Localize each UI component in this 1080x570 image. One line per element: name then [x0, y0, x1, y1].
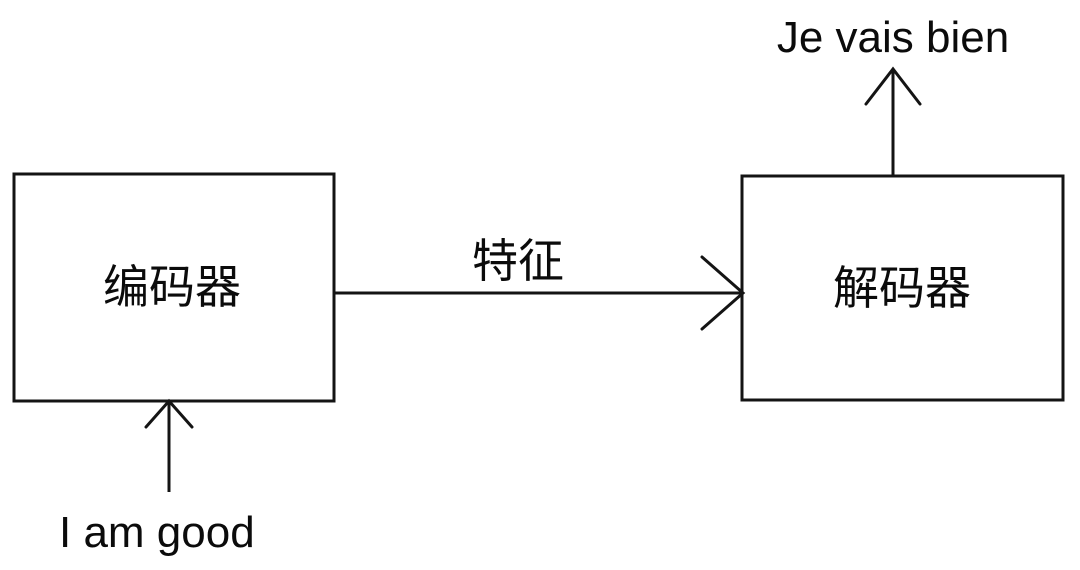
encoder-box[interactable] — [12, 172, 336, 403]
node-encoder[interactable]: 编码器 — [12, 172, 336, 403]
output-text-label: Je vais bien — [777, 13, 1009, 62]
node-decoder[interactable]: 解码器 — [740, 174, 1065, 402]
input-text-label: I am good — [59, 508, 255, 557]
decoder-box[interactable] — [740, 174, 1065, 402]
input-encoder-arrowhead — [144, 398, 194, 429]
decoder-output-arrowhead — [864, 66, 922, 106]
encoder-label: 编码器 — [103, 261, 241, 313]
encoder-decoder-arrowhead — [700, 255, 746, 331]
edge-input-to-encoder — [144, 398, 194, 492]
edge-encoder-to-decoder: 特征 — [334, 235, 746, 331]
edge-decoder-to-output — [864, 66, 922, 176]
edge-label-feature: 特征 — [472, 235, 564, 287]
decoder-label: 解码器 — [833, 262, 971, 314]
